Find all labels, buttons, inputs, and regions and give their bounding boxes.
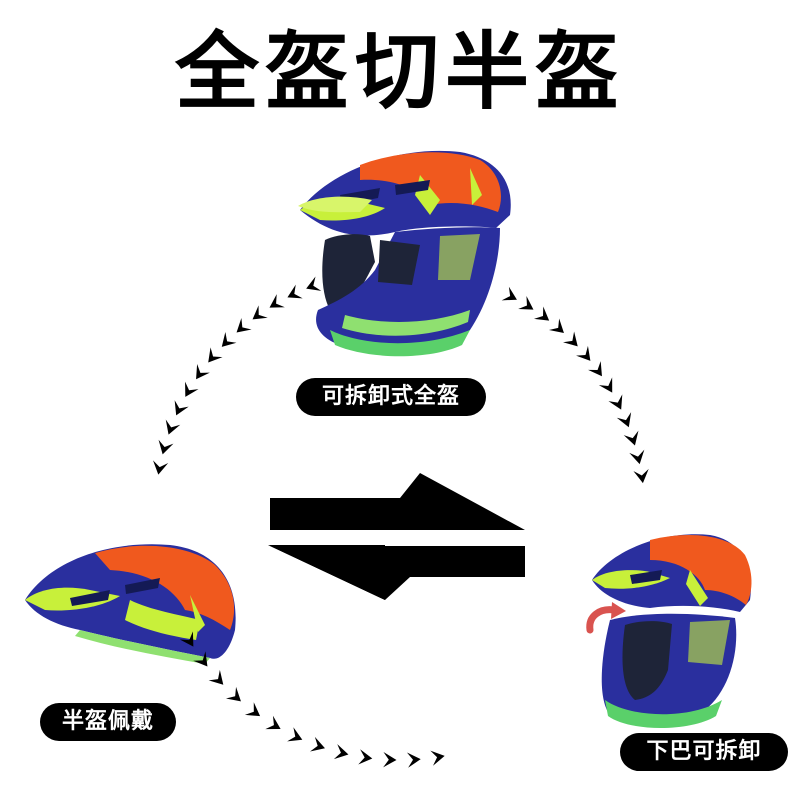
chevron-arrow-icon xyxy=(169,400,189,419)
chevron-arrow-icon xyxy=(283,284,303,305)
chevron-arrow-icon xyxy=(358,749,374,767)
full-face-helmet-image xyxy=(298,150,511,357)
chevron-arrow-icon xyxy=(303,276,322,296)
chevron-arrow-icon xyxy=(533,306,554,327)
chevron-arrow-icon xyxy=(501,286,521,307)
chevron-arrow-icon xyxy=(208,669,229,690)
chevron-arrow-icon xyxy=(563,331,584,352)
chevron-arrow-icon xyxy=(608,394,629,413)
chevron-arrow-icon xyxy=(633,468,651,485)
chevron-arrow-icon xyxy=(150,460,169,477)
chevron-arrow-icon xyxy=(161,419,181,438)
chevron-arrow-icon xyxy=(287,727,306,747)
chevron-arrow-icon xyxy=(202,347,223,368)
chevron-arrow-icon xyxy=(247,305,268,326)
chevron-arrow-icon xyxy=(616,412,636,431)
full-helmet-label: 可拆卸式全盔 xyxy=(296,378,486,416)
chevron-arrow-icon xyxy=(629,449,648,466)
chevron-arrow-icon xyxy=(588,361,609,381)
chevron-arrow-icon xyxy=(225,686,247,708)
curved-red-arrow-icon xyxy=(586,606,618,634)
half-helmet-image xyxy=(25,544,236,664)
chevron-arrow-icon xyxy=(548,318,570,339)
chevron-arrow-icon xyxy=(623,430,643,448)
chevron-arrow-icon xyxy=(333,744,351,762)
chevron-arrow-icon xyxy=(265,294,285,315)
chevron-arrow-icon xyxy=(383,751,397,768)
chevron-arrow-icon xyxy=(231,317,252,339)
chevron-arrow-icon xyxy=(430,748,447,766)
chevron-arrow-icon xyxy=(518,295,538,317)
page-title: 全盔切半盔 xyxy=(174,23,625,121)
chevron-arrow-icon xyxy=(406,751,422,768)
chevron-arrow-icon xyxy=(244,702,265,723)
chevron-arrow-icon xyxy=(310,736,328,756)
chevron-arrow-icon xyxy=(189,363,210,384)
chevron-arrow-icon xyxy=(598,377,619,397)
chevron-arrow-icon xyxy=(576,345,597,366)
half-helmet-label: 半盔佩戴 xyxy=(40,703,176,741)
chevron-arrow-icon xyxy=(216,332,237,353)
chevron-arrow-icon xyxy=(265,715,285,736)
chevron-arrow-icon xyxy=(155,439,174,457)
swap-arrows-icon xyxy=(268,473,525,600)
detachable-chin-helmet-image xyxy=(586,534,752,728)
chevron-arrow-icon xyxy=(178,381,199,401)
detachable-chin-label: 下巴可拆卸 xyxy=(620,733,788,771)
